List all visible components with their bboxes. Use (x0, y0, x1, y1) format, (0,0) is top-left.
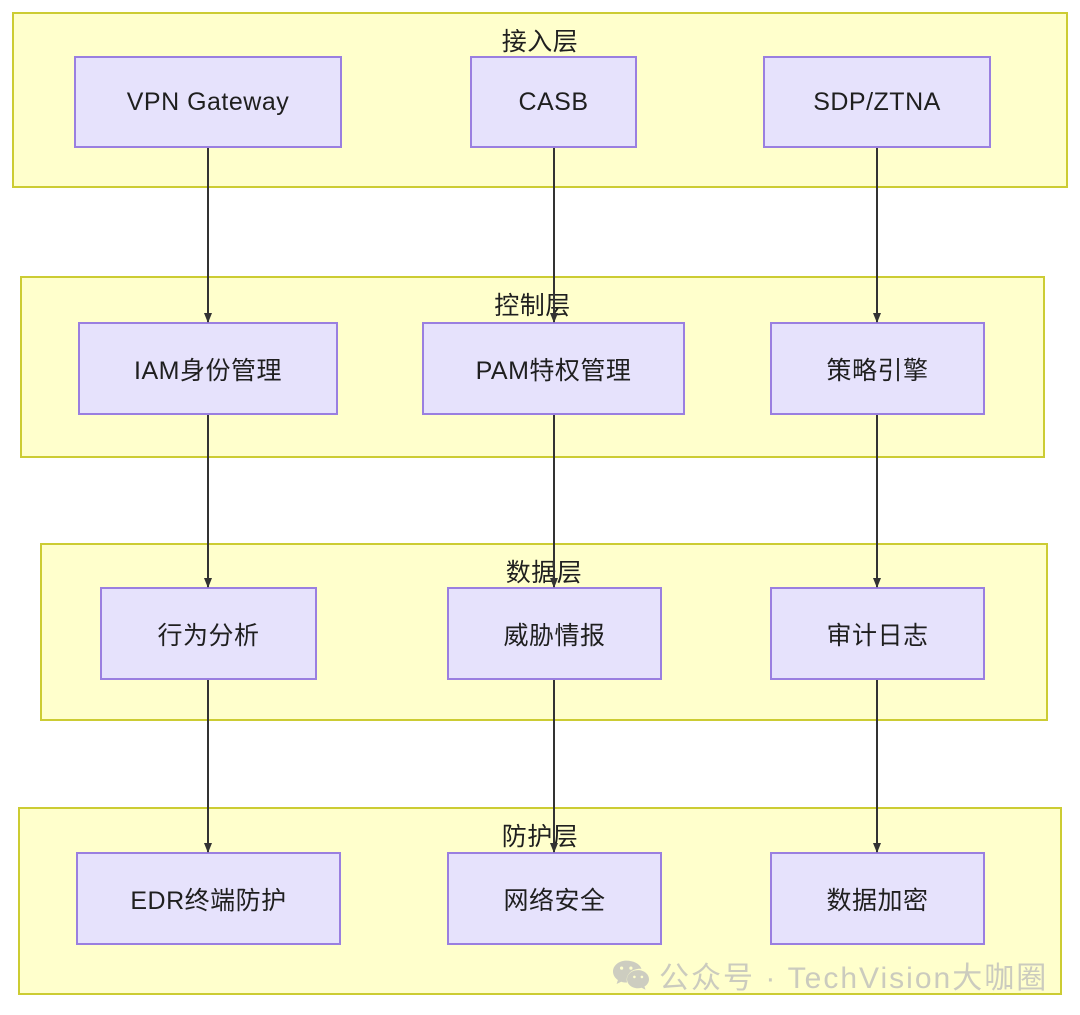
node-sdp-ztna-label: SDP/ZTNA (813, 87, 941, 116)
watermark: 公众号 · TechVision大咖圈 (612, 953, 1048, 997)
wechat-icon (613, 960, 649, 990)
watermark-text: 公众号 · TechVision大咖圈 (659, 962, 1049, 995)
node-threat-intel-label: 威胁情报 (503, 621, 606, 650)
node-casb-label: CASB (518, 87, 589, 116)
node-edr[interactable]: EDR终端防护 (76, 852, 341, 945)
node-network-security[interactable]: 网络安全 (447, 852, 662, 945)
node-vpn-gateway[interactable]: VPN Gateway (74, 56, 342, 148)
layer-control-title: 控制层 (494, 292, 571, 320)
layer-protection-title: 防护层 (501, 823, 579, 851)
node-threat-intel[interactable]: 威胁情报 (447, 587, 662, 680)
layer-access-title: 接入层 (501, 28, 579, 56)
node-iam-label: IAM身份管理 (134, 356, 282, 385)
node-vpn-gateway-label: VPN Gateway (126, 87, 290, 116)
node-audit-log-label: 审计日志 (826, 621, 929, 650)
node-audit-log[interactable]: 审计日志 (770, 587, 985, 680)
node-pam[interactable]: PAM特权管理 (422, 322, 685, 415)
node-edr-label: EDR终端防护 (130, 886, 287, 915)
node-data-encryption[interactable]: 数据加密 (770, 852, 985, 945)
node-behavior-analytics[interactable]: 行为分析 (100, 587, 317, 680)
layer-data-title: 数据层 (505, 559, 583, 587)
node-iam[interactable]: IAM身份管理 (78, 322, 338, 415)
node-policy-engine-label: 策略引擎 (826, 356, 929, 385)
node-data-encryption-label: 数据加密 (826, 886, 929, 915)
node-policy-engine[interactable]: 策略引擎 (770, 322, 985, 415)
node-casb[interactable]: CASB (470, 56, 637, 148)
node-network-security-label: 网络安全 (503, 886, 606, 915)
node-sdp-ztna[interactable]: SDP/ZTNA (763, 56, 991, 148)
node-pam-label: PAM特权管理 (475, 356, 632, 385)
node-behavior-analytics-label: 行为分析 (157, 621, 260, 650)
